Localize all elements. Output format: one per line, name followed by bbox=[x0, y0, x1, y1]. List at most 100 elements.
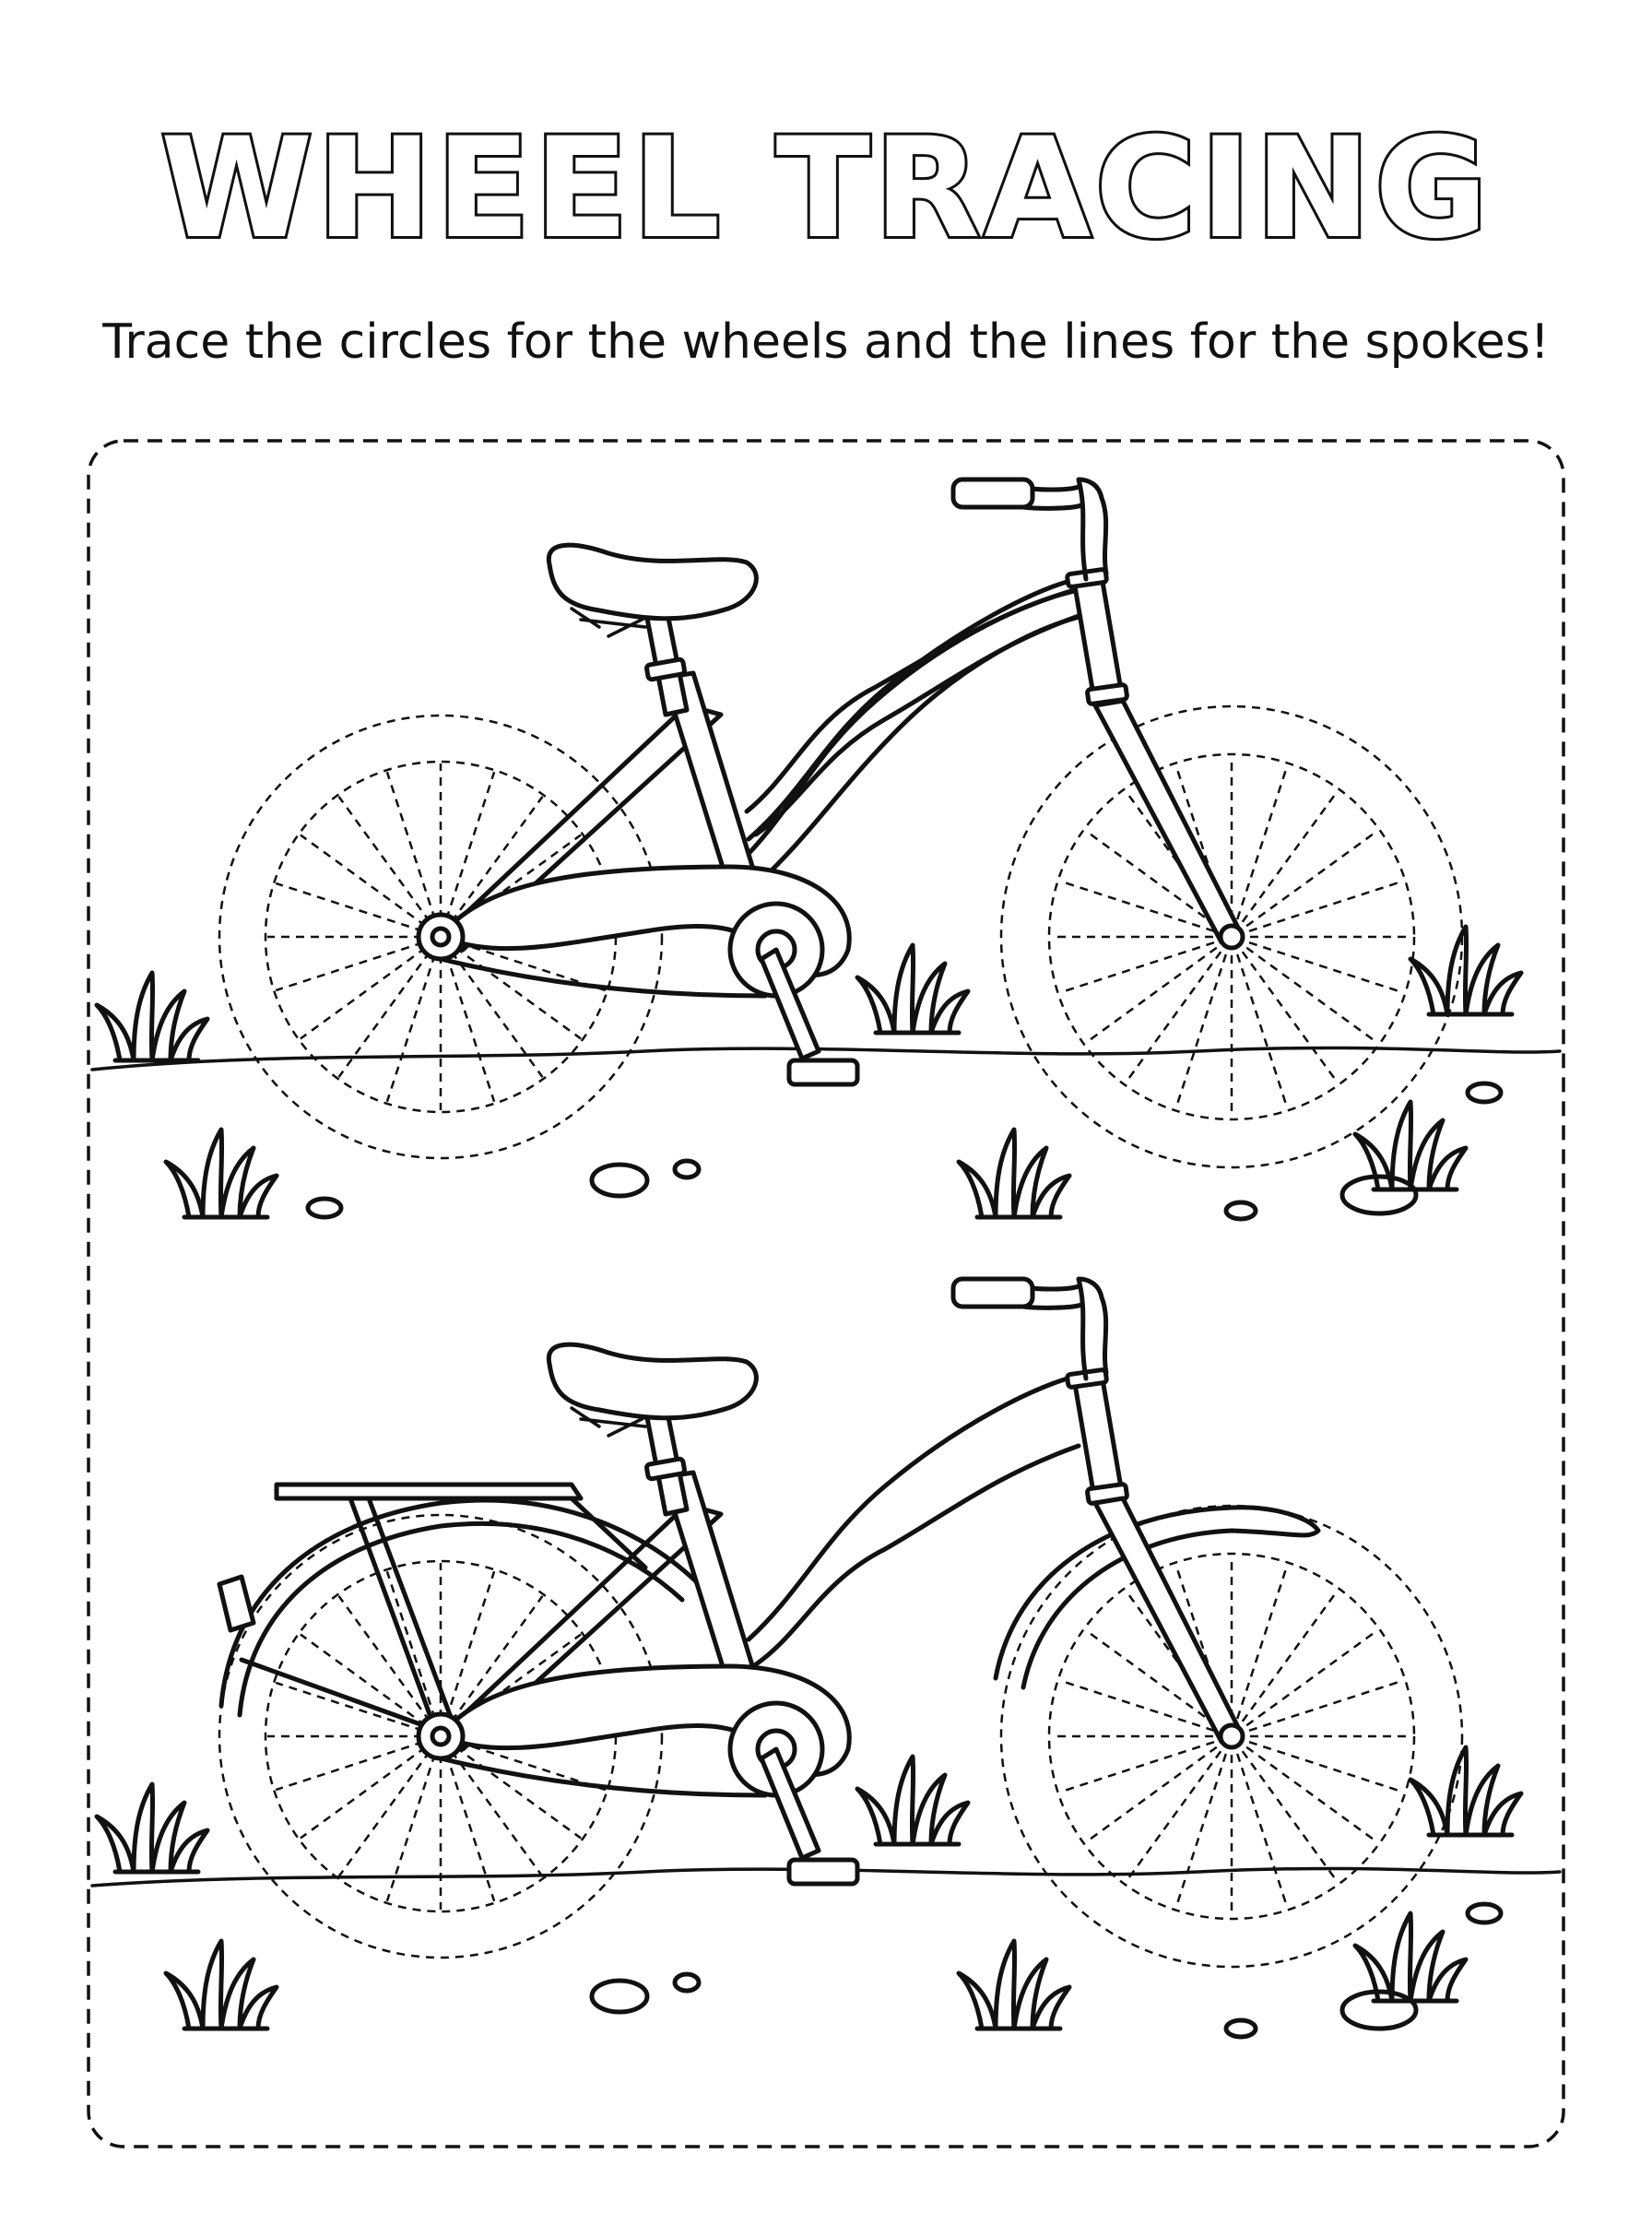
spoke-line[interactable] bbox=[1241, 951, 1339, 1084]
grass-tuft-icon bbox=[855, 942, 971, 1035]
spoke-line[interactable] bbox=[1124, 951, 1222, 1084]
spoke-line[interactable] bbox=[1084, 1746, 1218, 1844]
spoke-line[interactable] bbox=[1059, 941, 1215, 994]
spoke-line[interactable] bbox=[300, 1633, 427, 1727]
spoke-lines-icon[interactable] bbox=[267, 763, 614, 1110]
spoke-line[interactable] bbox=[1248, 941, 1404, 994]
dashed-wheel-icon[interactable] bbox=[218, 1513, 664, 1959]
spoke-line[interactable] bbox=[385, 1570, 437, 1720]
bike-frame bbox=[217, 1276, 1321, 1887]
ground-line bbox=[90, 1046, 1562, 1071]
spoke-line[interactable] bbox=[337, 951, 431, 1078]
spoke-line[interactable] bbox=[457, 1740, 607, 1792]
spoke-line[interactable] bbox=[1235, 953, 1289, 1109]
spoke-line[interactable] bbox=[1059, 880, 1215, 933]
grass-tuft-icon bbox=[1352, 1099, 1469, 1192]
ground-line bbox=[90, 1866, 1562, 1888]
spoke-line[interactable] bbox=[1245, 946, 1379, 1045]
spoke-line[interactable] bbox=[454, 1633, 582, 1727]
spoke-line[interactable] bbox=[300, 1746, 427, 1840]
spoke-line[interactable] bbox=[1245, 829, 1379, 928]
grass-tuft-icon bbox=[94, 1781, 210, 1875]
pebble-icon bbox=[1339, 1989, 1419, 2031]
spoke-line[interactable] bbox=[1084, 946, 1218, 1045]
spoke-line[interactable] bbox=[457, 941, 607, 992]
spoke-line[interactable] bbox=[1084, 829, 1218, 928]
spoke-line[interactable] bbox=[1241, 1589, 1339, 1722]
spoke-line[interactable] bbox=[1235, 1564, 1289, 1720]
spoke-line[interactable] bbox=[275, 882, 424, 933]
grass-tuft-icon bbox=[855, 1754, 971, 1847]
spoke-lines-icon[interactable] bbox=[1051, 1556, 1412, 1917]
spoke-line[interactable] bbox=[1084, 1628, 1218, 1727]
spoke-line[interactable] bbox=[444, 1753, 496, 1902]
grass-tuft-icon bbox=[956, 1127, 1072, 1220]
spoke-line[interactable] bbox=[300, 834, 427, 928]
spoke-line[interactable] bbox=[1245, 1628, 1379, 1727]
spoke-line[interactable] bbox=[1248, 1679, 1404, 1733]
pebble-icon bbox=[589, 1978, 650, 2015]
spoke-line[interactable] bbox=[450, 796, 544, 923]
spoke-line[interactable] bbox=[1174, 953, 1228, 1109]
spoke-line[interactable] bbox=[275, 1740, 424, 1792]
spoke-line[interactable] bbox=[300, 946, 427, 1040]
spoke-line[interactable] bbox=[385, 771, 437, 920]
front-fender bbox=[993, 1505, 1321, 1690]
spoke-line[interactable] bbox=[1235, 764, 1289, 920]
spoke-line[interactable] bbox=[454, 946, 582, 1040]
grass-tuft-icon bbox=[163, 1127, 279, 1220]
dashed-wheel-icon[interactable] bbox=[218, 714, 664, 1160]
spoke-line[interactable] bbox=[450, 1595, 544, 1722]
grass-tuft-icon bbox=[163, 1938, 279, 2031]
spoke-line[interactable] bbox=[450, 951, 544, 1078]
pebble-icon bbox=[672, 1971, 702, 1994]
spoke-line[interactable] bbox=[1124, 1750, 1222, 1884]
dashed-frame bbox=[87, 439, 1565, 2148]
spoke-line[interactable] bbox=[1248, 880, 1404, 933]
spoke-line[interactable] bbox=[454, 834, 582, 928]
front-wheel-tracing[interactable] bbox=[999, 1504, 1464, 1969]
spoke-line[interactable] bbox=[454, 1746, 582, 1840]
spoke-line[interactable] bbox=[337, 796, 431, 923]
handlebar-grip bbox=[950, 477, 1035, 510]
spoke-line[interactable] bbox=[1059, 1679, 1215, 1733]
grass-tuft-icon bbox=[1408, 1745, 1524, 1838]
worksheet-title: WHEEL TRACING bbox=[158, 109, 1493, 269]
dashed-rim[interactable] bbox=[1047, 1552, 1416, 1921]
spoke-line[interactable] bbox=[444, 1570, 496, 1720]
spoke-line[interactable] bbox=[1174, 1564, 1228, 1720]
dashed-wheel-icon[interactable] bbox=[999, 1504, 1464, 1969]
spoke-line[interactable] bbox=[337, 1750, 431, 1877]
spoke-line[interactable] bbox=[450, 1750, 544, 1877]
bike-frame bbox=[416, 477, 1245, 1087]
spoke-line[interactable] bbox=[337, 1595, 431, 1722]
pebble-icon bbox=[589, 1162, 650, 1199]
spoke-lines-icon[interactable] bbox=[267, 1563, 614, 1910]
spoke-line[interactable] bbox=[1248, 1740, 1404, 1793]
spoke-line[interactable] bbox=[275, 941, 424, 992]
pebble-icon bbox=[672, 1158, 702, 1180]
spoke-line[interactable] bbox=[1174, 1753, 1228, 1909]
spoke-line[interactable] bbox=[1059, 1740, 1215, 1793]
pebble-icon bbox=[305, 1196, 344, 1220]
spoke-line[interactable] bbox=[1241, 1750, 1339, 1884]
spoke-line[interactable] bbox=[1241, 789, 1339, 923]
spoke-line[interactable] bbox=[385, 1753, 437, 1902]
spoke-line[interactable] bbox=[444, 953, 496, 1103]
grass-tuft-icon bbox=[1352, 1911, 1469, 2004]
pebble-icon bbox=[1465, 1901, 1504, 1925]
spoke-line[interactable] bbox=[275, 1681, 424, 1733]
spoke-line[interactable] bbox=[1124, 1589, 1222, 1722]
spoke-line[interactable] bbox=[1235, 1753, 1289, 1909]
spoke-line[interactable] bbox=[1174, 764, 1228, 920]
spoke-line[interactable] bbox=[385, 953, 437, 1103]
bottom-bicycle bbox=[90, 1276, 1562, 2040]
spoke-line[interactable] bbox=[444, 771, 496, 920]
spoke-line[interactable] bbox=[1245, 1746, 1379, 1844]
dashed-rim[interactable] bbox=[1047, 752, 1416, 1121]
rear-wheel-tracing[interactable] bbox=[218, 1513, 664, 1959]
pebble-icon bbox=[1339, 1174, 1419, 1216]
pebble-icon bbox=[1223, 1200, 1258, 1222]
